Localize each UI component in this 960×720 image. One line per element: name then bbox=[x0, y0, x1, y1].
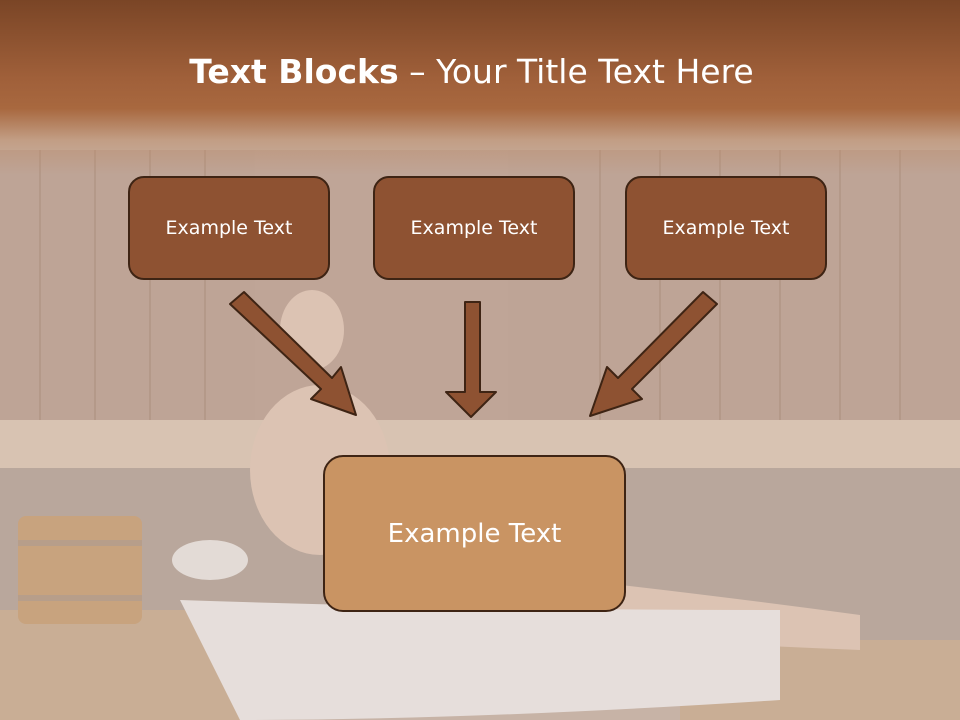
slide-title: Text Blocks – Your Title Text Here bbox=[0, 52, 943, 91]
title-bold-part: Text Blocks bbox=[189, 52, 399, 91]
text-block-1-label: Example Text bbox=[165, 217, 293, 239]
text-block-3-label: Example Text bbox=[662, 217, 790, 239]
text-block-3: Example Text bbox=[625, 176, 827, 280]
text-block-2: Example Text bbox=[373, 176, 575, 280]
text-block-2-label: Example Text bbox=[410, 217, 538, 239]
title-dash: – bbox=[409, 52, 426, 91]
text-block-1: Example Text bbox=[128, 176, 330, 280]
title-rest: Your Title Text Here bbox=[436, 52, 754, 91]
title-header bbox=[0, 0, 960, 175]
main-text-block: Example Text bbox=[323, 455, 626, 612]
main-text-block-label: Example Text bbox=[387, 518, 562, 549]
